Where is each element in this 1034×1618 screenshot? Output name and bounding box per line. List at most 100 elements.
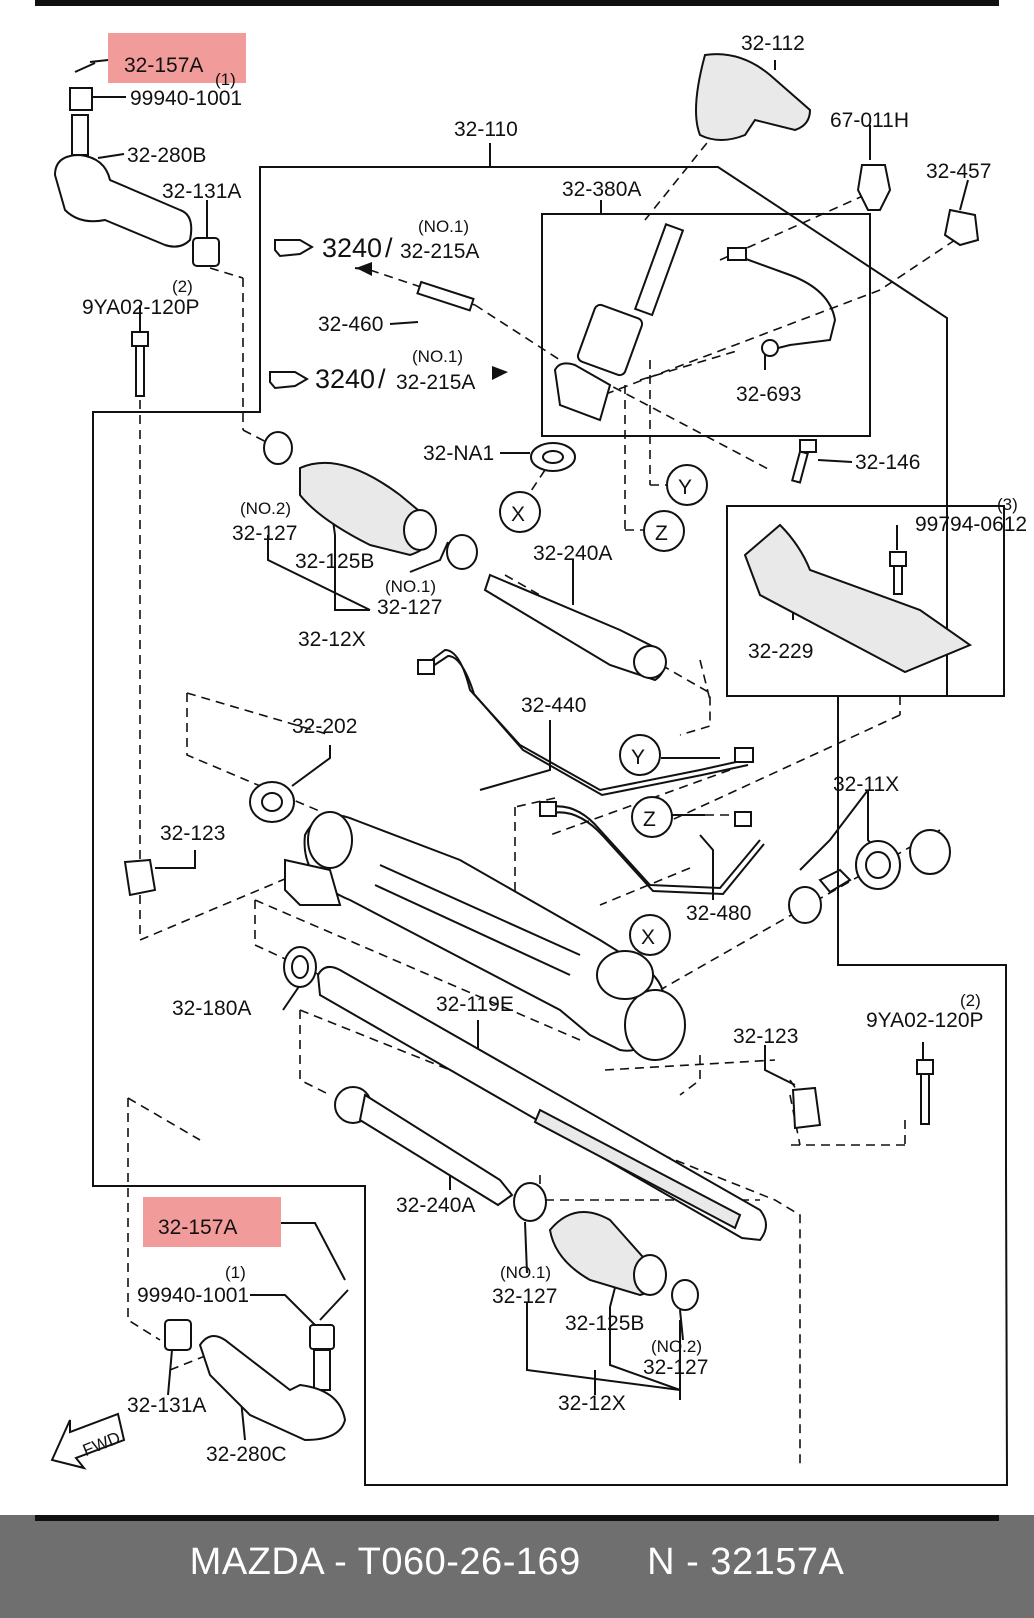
label-32-280B: 32-280B <box>127 144 206 167</box>
label-32-125B-bottom: 32-125B <box>565 1312 644 1335</box>
label-32-123-left: 32-123 <box>160 822 225 845</box>
label-9YA02-120P-top: 9YA02-120P <box>82 296 200 319</box>
label-qty-2-right: (2) <box>960 991 981 1010</box>
label-qty-3: (3) <box>997 495 1018 514</box>
main-frame-outline <box>92 166 1009 1486</box>
label-32-125B-top: 32-125B <box>295 550 374 573</box>
label-32-202: 32-202 <box>292 715 357 738</box>
label-32-440: 32-440 <box>521 694 586 717</box>
frame-32-380A <box>541 213 871 437</box>
label-ref-3240-a: 3240 <box>322 233 382 263</box>
marker-circle-x-top <box>499 491 541 533</box>
ring-32-127-no1-top <box>446 534 478 570</box>
clip-32-457 <box>943 208 980 247</box>
cotter-pin-top <box>74 62 96 73</box>
steering-rack-exploded-diagram: 32-157A (1) 99940-1001 32-280B 32-131A (… <box>50 32 1027 1486</box>
marker-circle-z-mid <box>631 796 673 838</box>
label-no1-127-top: (NO.1) <box>385 577 436 596</box>
label-marker-y-top: Y <box>678 476 692 499</box>
bushing-32-123-left <box>123 858 157 897</box>
grommet-67-011H <box>856 164 892 211</box>
footer-part-number-text: MAZDA - T060-26-169 N - 32157A <box>189 1541 845 1583</box>
clamp-32-127-no2-bottom <box>671 1279 699 1311</box>
nut-99940-1001-bottom <box>309 1324 335 1391</box>
label-32-12X-top: 32-12X <box>298 628 366 651</box>
label-32-131A-bottom: 32-131A <box>127 1394 206 1417</box>
bolt-32-460 <box>416 280 475 312</box>
fwd-arrow-icon <box>50 1412 126 1470</box>
label-32-180A: 32-180A <box>172 997 251 1020</box>
bolt-32-146 <box>791 439 817 484</box>
label-32-157A-bottom: 32-157A <box>158 1216 237 1239</box>
boot-32-125B-bottom <box>548 1211 667 1297</box>
label-no1-ref-b: (NO.1) <box>412 347 463 366</box>
label-32-127-bottom-b: 32-127 <box>643 1356 708 1379</box>
label-32-460: 32-460 <box>318 313 383 336</box>
label-32-127-top-b: 32-127 <box>377 596 442 619</box>
label-no1-ref-a: (NO.1) <box>418 217 469 236</box>
label-32-123-right: 32-123 <box>733 1025 798 1048</box>
label-67-011H: 67-011H <box>830 109 909 132</box>
label-32-146: 32-146 <box>855 451 920 474</box>
label-32-215A-b: 32-215A <box>396 371 475 394</box>
label-32-112: 32-112 <box>741 32 805 55</box>
label-99940-1001-bottom: 99940-1001 <box>137 1284 249 1307</box>
locknut-32-131A-bottom <box>164 1319 192 1351</box>
label-32-480: 32-480 <box>686 902 751 925</box>
frame-32-229 <box>726 505 1005 697</box>
top-border <box>35 0 999 6</box>
marker-circle-x-mid <box>629 914 671 956</box>
tie-rod-end-32-280C <box>198 1335 347 1442</box>
label-ref-3240-b: 3240 <box>315 364 375 394</box>
label-32-380A: 32-380A <box>562 178 641 201</box>
heat-shield-32-229 <box>743 523 973 674</box>
label-32-229: 32-229 <box>748 640 813 663</box>
pointing-hand-icon <box>269 371 309 390</box>
label-32-240A-bottom: 32-240A <box>396 1194 475 1217</box>
label-32-NA1: 32-NA1 <box>423 442 494 465</box>
label-slash-a: / <box>385 233 393 263</box>
label-32-280C: 32-280C <box>206 1443 287 1466</box>
yoke-kit-32-11X <box>788 829 951 924</box>
label-32-457: 32-457 <box>926 160 991 183</box>
label-qty-2-top: (2) <box>172 277 193 296</box>
footer-bar: MAZDA - T060-26-169 N - 32157A <box>0 1515 1034 1618</box>
tie-rod-32-240A-top <box>483 573 667 682</box>
highlight-box-top <box>108 33 246 83</box>
pinion-valve-32-380A <box>553 223 837 422</box>
label-9YA02-120P-right: 9YA02-120P <box>866 1009 984 1032</box>
boot-32-125B-top <box>299 461 437 557</box>
tie-rod-end-top <box>53 87 193 248</box>
label-32-131A-top: 32-131A <box>162 180 241 203</box>
label-no2-127-bottom: (NO.2) <box>651 1337 702 1356</box>
label-slash-b: / <box>378 364 386 394</box>
label-32-157A-top: 32-157A <box>124 54 203 77</box>
label-32-127-bottom-a: 32-127 <box>492 1285 557 1308</box>
bolt-9YA02-top <box>131 331 149 397</box>
rack-housing <box>284 811 686 1061</box>
label-32-11X: 32-11X <box>833 773 899 796</box>
pointing-hand-icon <box>274 239 314 258</box>
bolt-9YA02-right <box>916 1059 934 1125</box>
tie-rod-32-240A-bottom <box>334 1086 514 1207</box>
label-32-693: 32-693 <box>736 383 801 406</box>
label-32-127-top-a: 32-127 <box>232 522 297 545</box>
label-32-12X-bottom: 32-12X <box>558 1392 626 1415</box>
label-marker-x-mid: X <box>641 926 655 949</box>
label-qty-1-top: (1) <box>215 70 236 89</box>
marker-circle-y-mid <box>619 734 661 776</box>
label-99940-1001-top: 99940-1001 <box>130 87 242 110</box>
cotter-pin-bottom <box>319 1289 349 1321</box>
label-marker-y-mid: Y <box>631 746 645 769</box>
pipe-32-440 <box>417 648 754 797</box>
label-99794-0612: 99794-0612 <box>915 513 1027 536</box>
label-32-215A-a: 32-215A <box>400 240 479 263</box>
marker-circle-y-top <box>666 464 708 506</box>
label-no2-127-top: (NO.2) <box>240 499 291 518</box>
arrow-head-3240-a <box>356 262 372 276</box>
pipe-32-480 <box>539 801 765 896</box>
rack-32-119E <box>316 965 767 1242</box>
bolt-99794-0612 <box>889 551 907 595</box>
highlight-box-bottom <box>143 1197 281 1247</box>
label-32-110: 32-110 <box>454 118 518 141</box>
